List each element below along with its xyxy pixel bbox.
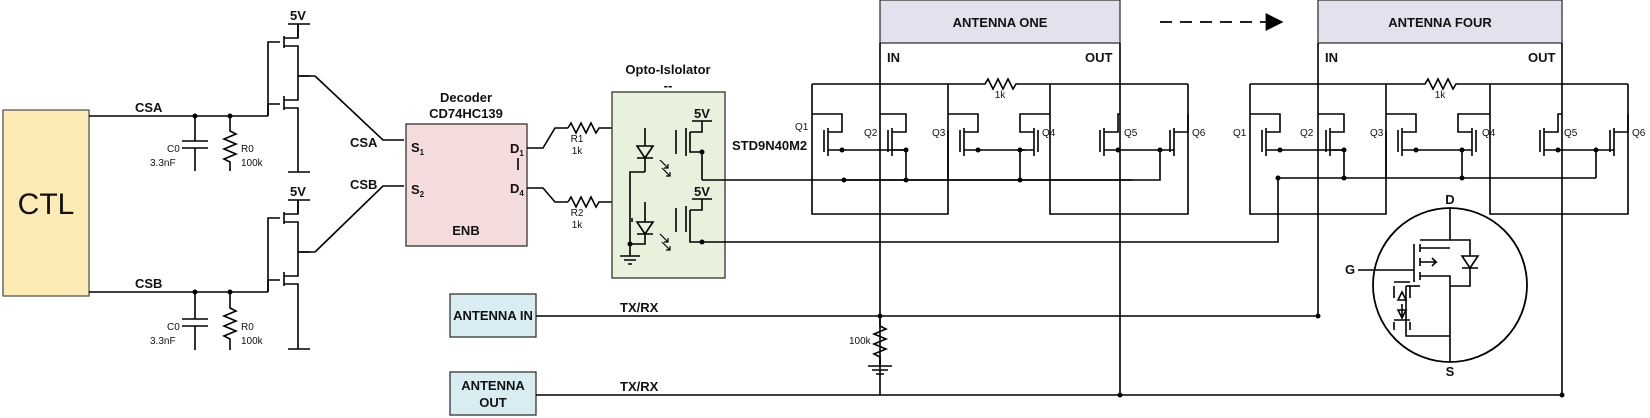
c0-label-b: C0 (167, 322, 180, 333)
q2-label-four: Q2 (1300, 128, 1314, 139)
antenna-out-label-1: ANTENNA (461, 378, 525, 393)
txrx-label-out: TX/RX (620, 379, 659, 394)
decoder-pin-d1: D1 (510, 141, 524, 158)
q1-label-one: Q1 (795, 122, 809, 133)
q4-one: Q4 (1017, 113, 1056, 183)
q5-label-four: Q5 (1564, 128, 1578, 139)
opto-five-v-2: 5V (694, 184, 710, 199)
q5-four: Q5 (1539, 113, 1596, 156)
r2-label: R2 (571, 208, 584, 219)
decoder-pin-d4: D4 (510, 181, 524, 198)
r0-value-b: 100k (241, 336, 264, 347)
q6-label-one: Q6 (1192, 128, 1206, 139)
inverter-b: 5V (267, 184, 315, 350)
opto-subtitle: -- (664, 78, 673, 93)
csb-signal-label: CSB (135, 276, 162, 291)
decoder-enb: ENB (452, 223, 479, 238)
mosfet-part-label: STD9N40M2 (732, 138, 807, 153)
r0-value-a: 100k (241, 158, 264, 169)
antenna-one-title: ANTENNA ONE (953, 15, 1048, 30)
antenna-out-label-2: OUT (479, 395, 507, 410)
antenna-out-port (449, 371, 537, 416)
q2-four: Q2 (1280, 113, 1347, 181)
q1-one: Q1 (795, 113, 845, 156)
opto-isolator: Opto-Islolator -- 5V 5V (611, 62, 726, 279)
opto-five-v-1: 5V (694, 106, 710, 121)
q3-one: Q3 (932, 113, 1025, 156)
c0-value-a: 3.3nF (150, 158, 176, 169)
q2-one: Q2 (864, 113, 909, 183)
q4-four: Q4 (1457, 113, 1496, 181)
antenna-four: ANTENNA FOUR IN OUT 1k Q1 Q2 Q3 (1233, 0, 1646, 395)
decoder-pin-s2: S2 (411, 182, 425, 199)
opto-title: Opto-Islolator (625, 62, 710, 77)
antenna-one-bridge-value: 1k (995, 90, 1007, 101)
decoder-block: Decoder CD74HC139 S1 S2 D1 D4 ENB (405, 90, 528, 247)
q2-label-one: Q2 (864, 128, 878, 139)
q6-one: Q6 (1132, 114, 1206, 181)
antenna-four-bridge-value: 1k (1435, 90, 1447, 101)
r0-label-b: R0 (241, 322, 254, 333)
ctl-label: CTL (18, 188, 75, 221)
r0-label-a: R0 (241, 144, 254, 155)
decoder-pin-s1: S1 (411, 140, 425, 157)
q3-label-one: Q3 (932, 128, 946, 139)
q6-four: Q6 (1593, 114, 1646, 178)
csb-decoder-label: CSB (350, 177, 377, 192)
five-v-label-a: 5V (290, 8, 306, 23)
antenna-one: ANTENNA ONE IN OUT 1k Q1 Q2 Q (795, 0, 1206, 395)
mosfet-d-label: D (1445, 192, 1454, 207)
q6-label-four: Q6 (1632, 128, 1646, 139)
decoder-title: Decoder (440, 90, 492, 105)
rc-network-csb: C0 3.3nF R0 100k (150, 289, 264, 350)
antenna-one-out: OUT (1085, 50, 1113, 65)
decoder-part: CD74HC139 (429, 106, 503, 121)
q5-one: Q5 (1099, 113, 1160, 156)
q1-four: Q1 (1233, 113, 1283, 156)
q5-label-one: Q5 (1124, 128, 1138, 139)
rc-network-csa: C0 3.3nF R0 100k (150, 113, 264, 171)
pulldown-value: 100k (849, 336, 872, 347)
antenna-four-title: ANTENNA FOUR (1388, 15, 1492, 30)
csa-decoder-label: CSA (350, 135, 378, 150)
mosfet-symbol: D S G (1345, 192, 1528, 379)
ctl-block (2, 109, 90, 297)
antenna-four-out: OUT (1528, 50, 1556, 65)
inverter-a: 5V (267, 8, 315, 173)
r1-label: R1 (571, 134, 584, 145)
c0-value-b: 3.3nF (150, 336, 176, 347)
q3-four: Q3 (1370, 113, 1462, 156)
q4-label-one: Q4 (1042, 128, 1056, 139)
mosfet-g-label: G (1345, 262, 1355, 277)
q3-label-four: Q3 (1370, 128, 1384, 139)
pulldown-resistor: 100k (849, 316, 892, 375)
q4-label-four: Q4 (1482, 128, 1496, 139)
antenna-in-label: ANTENNA IN (453, 308, 533, 323)
mosfet-s-label: S (1446, 364, 1455, 379)
antenna-one-in: IN (887, 50, 900, 65)
antenna-four-in: IN (1325, 50, 1338, 65)
antenna-in-port (449, 293, 537, 338)
r2-value: 1k (572, 220, 584, 231)
txrx-label-in: TX/RX (620, 300, 659, 315)
c0-label-a: C0 (167, 144, 180, 155)
q1-label-four: Q1 (1233, 128, 1247, 139)
five-v-label-b: 5V (290, 184, 306, 199)
csa-signal-label: CSA (135, 100, 163, 115)
r1-value: 1k (572, 146, 584, 157)
